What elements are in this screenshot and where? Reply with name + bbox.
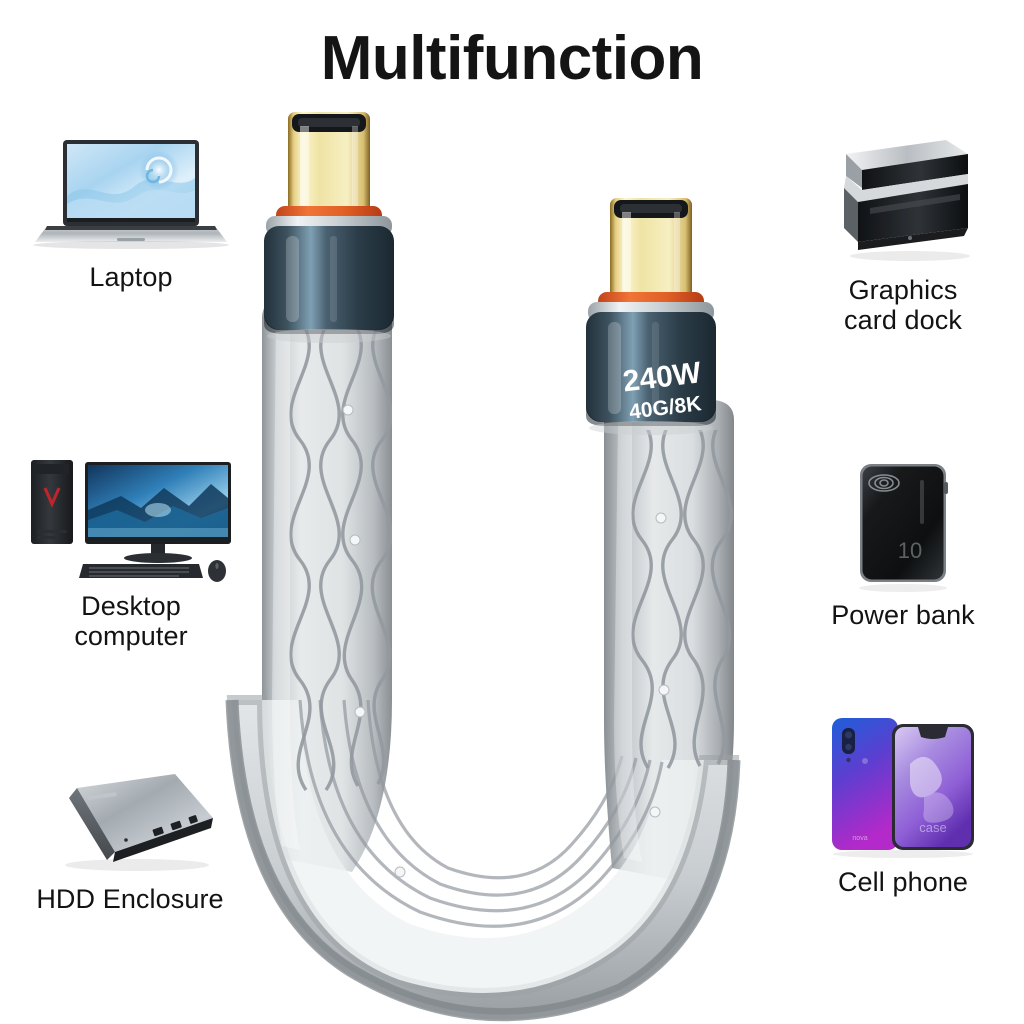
cell-phone-icon: nova case xyxy=(778,704,1024,859)
hdd-enclosure-icon xyxy=(0,766,266,876)
feature-cell-phone: nova case Cell phone xyxy=(778,704,1024,897)
feature-label-desktop: Desktop computer xyxy=(6,591,256,651)
feature-desktop-computer: Desktop computer xyxy=(6,448,256,651)
svg-text:case: case xyxy=(919,820,946,835)
usb-c-connector-left xyxy=(264,112,394,334)
svg-text:10: 10 xyxy=(898,538,922,563)
page-title: Multifunction xyxy=(320,24,704,93)
feature-label-gpu-line2: card dock xyxy=(844,305,962,336)
svg-text:nova: nova xyxy=(852,835,867,842)
cable-dimples xyxy=(342,404,670,878)
desktop-computer-icon xyxy=(6,448,256,583)
feature-label-cell-phone: Cell phone xyxy=(837,867,969,897)
feature-label-hdd: HDD Enclosure xyxy=(36,884,224,914)
feature-power-bank: 10 Power bank xyxy=(778,452,1024,630)
feature-hdd-enclosure: HDD Enclosure xyxy=(0,766,266,914)
graphics-card-dock-icon xyxy=(778,132,1024,267)
feature-laptop: Laptop xyxy=(6,134,256,292)
feature-label-laptop: Laptop xyxy=(89,262,173,292)
feature-label-desktop-line1: Desktop xyxy=(81,591,181,621)
feature-label-power-bank: Power bank xyxy=(831,600,975,630)
power-bank-icon: 10 xyxy=(778,452,1024,592)
cable-braid-texture-bend xyxy=(298,699,664,928)
feature-graphics-card-dock: Graphics card dock xyxy=(778,132,1024,335)
usb-c-contact-left xyxy=(288,112,370,216)
connector-housing-right xyxy=(586,312,716,422)
laptop-icon xyxy=(6,134,256,254)
cable-braid-texture-right xyxy=(631,430,733,769)
feature-label-gpu: Graphics card dock xyxy=(778,275,1024,335)
usb-c-connector-right: 240W 40G/8K xyxy=(586,198,716,426)
usb-c-contact-right xyxy=(610,198,692,302)
feature-label-gpu-line1: Graphics xyxy=(848,275,958,305)
feature-label-desktop-line2: computer xyxy=(74,621,188,652)
connector-housing-left xyxy=(264,226,394,330)
